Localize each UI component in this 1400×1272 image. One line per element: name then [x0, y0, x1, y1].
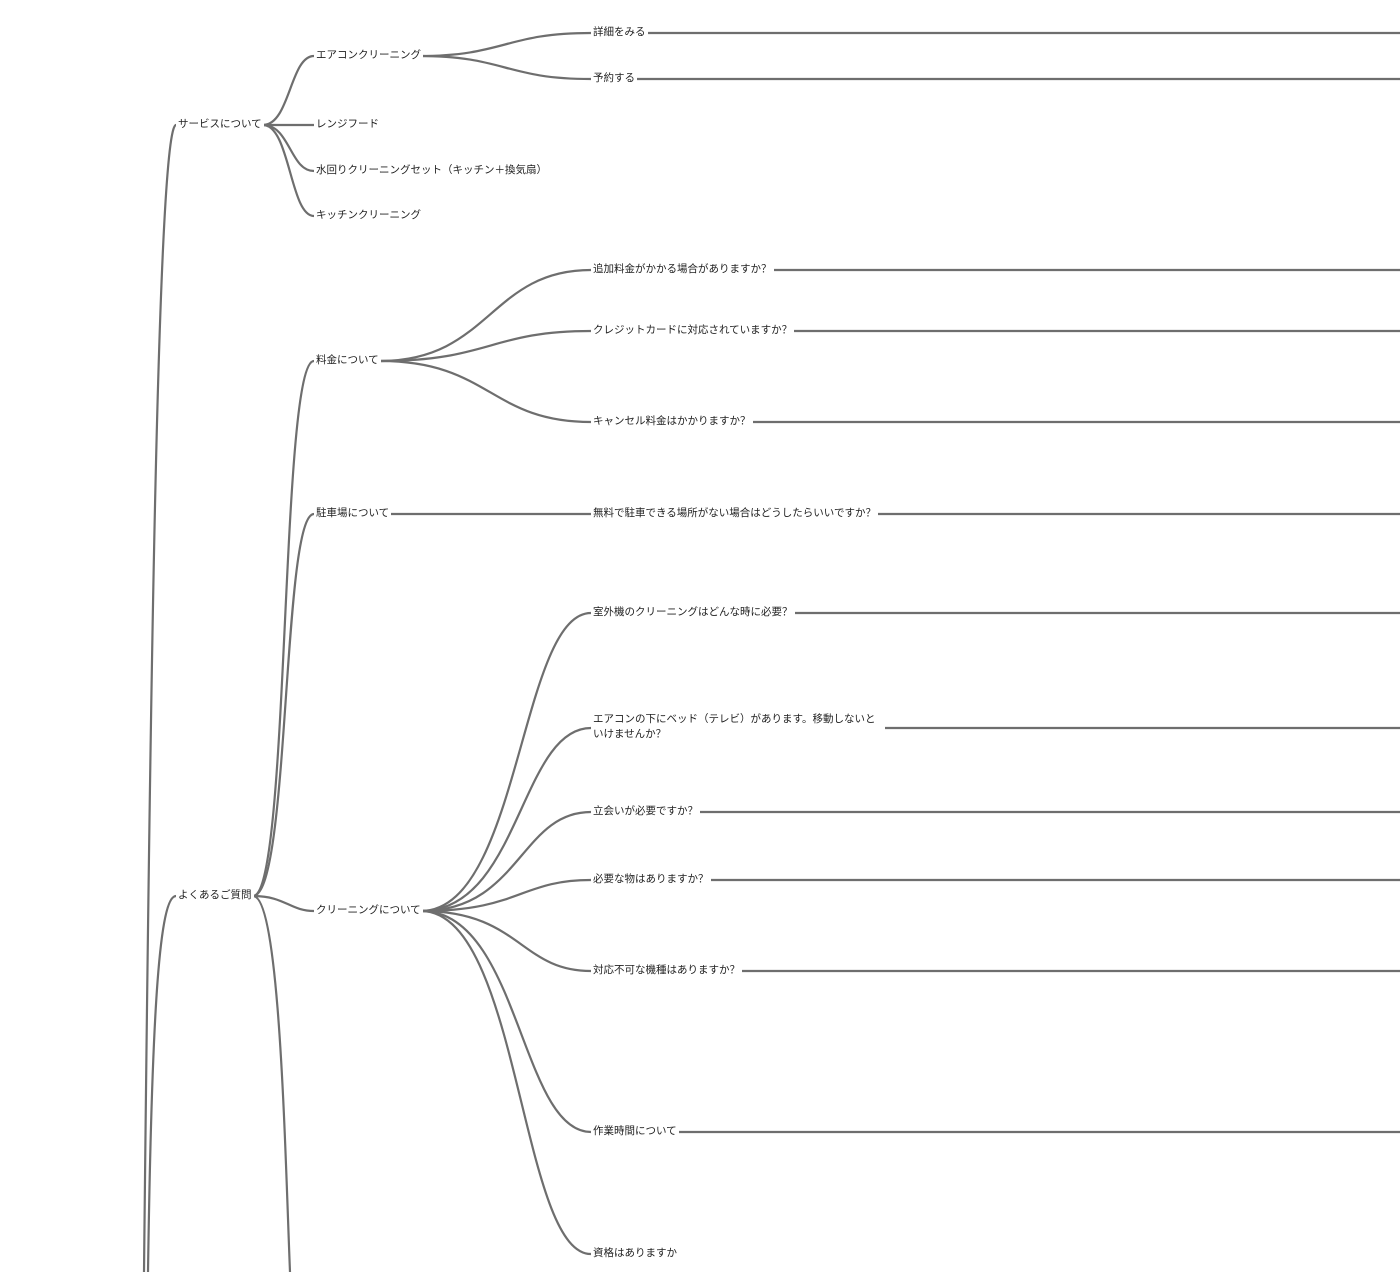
edge-clean-q1 — [419, 611, 593, 913]
edge-clean-q5 — [419, 909, 593, 973]
node-clean-q5[interactable]: 対応不可な機種はありますか？ — [591, 963, 742, 978]
node-rangehood[interactable]: レンジフード — [314, 117, 381, 132]
edge-root-faq — [146, 894, 178, 1272]
edge-faq-parking — [251, 512, 316, 898]
edge-clean-q7 — [419, 909, 593, 1256]
edge-service-aircon — [261, 54, 316, 127]
edge-aircon-reserve — [417, 54, 593, 81]
node-reserve[interactable]: 予約する — [591, 71, 637, 86]
node-parking-q1[interactable]: 無料で駐車できる場所がない場合はどうしたらいいですか？ — [591, 506, 878, 521]
node-clean-q1[interactable]: 室外機のクリーニングはどんな時に必要？ — [591, 605, 795, 620]
node-price-q1[interactable]: 追加料金がかかる場合がありますか？ — [591, 262, 774, 277]
edge-price-q2 — [378, 329, 593, 363]
node-clean-q4[interactable]: 必要な物はありますか？ — [591, 872, 711, 887]
node-service[interactable]: サービスについて — [176, 117, 264, 132]
edge-root-service — [142, 123, 178, 1272]
edge-service-kitchen — [261, 123, 316, 218]
node-clean-q2[interactable]: エアコンの下にベッド（テレビ）があります。移動しないといけませんか？ — [591, 712, 885, 742]
edge-clean-q6 — [419, 909, 593, 1134]
node-clean-q7[interactable]: 資格はありますか — [591, 1246, 679, 1261]
edge-price-q3 — [378, 359, 593, 424]
edge-clean-q2 — [419, 726, 593, 913]
node-faq[interactable]: よくあるご質問 — [176, 888, 254, 903]
edge-faq-price — [251, 359, 316, 898]
node-cleaning[interactable]: クリーニングについて — [314, 903, 423, 918]
node-details[interactable]: 詳細をみる — [591, 25, 648, 40]
node-price-q3[interactable]: キャンセル料金はかかりますか？ — [591, 414, 753, 429]
node-aircon[interactable]: エアコンクリーニング — [314, 48, 423, 63]
node-clean-q6[interactable]: 作業時間について — [591, 1124, 679, 1139]
edge-faq-cleaning — [251, 894, 316, 913]
edge-price-q1 — [378, 268, 593, 363]
node-parking[interactable]: 駐車場について — [314, 506, 392, 521]
node-price-q2[interactable]: クレジットカードに対応されていますか？ — [591, 323, 795, 338]
node-water-set[interactable]: 水回りクリーニングセット（キッチン＋換気扇） — [314, 163, 549, 178]
edge-faq-offscreen — [251, 894, 292, 1272]
edge-aircon-details — [417, 31, 593, 58]
node-price[interactable]: 料金について — [314, 353, 381, 368]
edge-clean-q4 — [419, 878, 593, 913]
node-clean-q3[interactable]: 立会いが必要ですか？ — [591, 804, 700, 819]
node-kitchen[interactable]: キッチンクリーニング — [314, 208, 423, 223]
edge-clean-q3 — [419, 810, 593, 913]
